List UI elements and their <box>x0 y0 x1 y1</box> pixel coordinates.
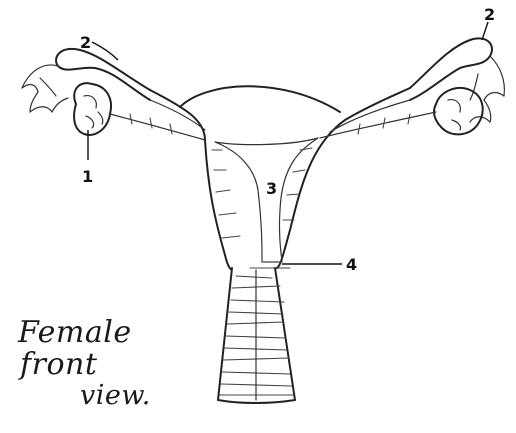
vaginal-canal <box>220 270 293 400</box>
uterus-fundus <box>180 86 340 112</box>
uterus-wall-texture <box>212 148 312 238</box>
cervix-region <box>250 262 290 268</box>
uterine-cavity <box>215 138 318 262</box>
note-line-1: Female <box>18 318 188 348</box>
callout-tube-left: 2 <box>80 33 91 52</box>
left-ovary <box>74 83 111 135</box>
note-line-2: front <box>20 350 188 380</box>
callout-ovary-left: 1 <box>82 167 93 186</box>
handwritten-note: Female front view. <box>18 318 188 409</box>
leader-line-2-right <box>482 22 488 40</box>
note-line-3: view. <box>80 382 188 409</box>
callout-cervix: 4 <box>346 255 357 274</box>
left-fallopian-tube <box>22 49 205 130</box>
left-ovarian-ligament <box>110 114 205 140</box>
right-fallopian-tube <box>330 38 504 132</box>
right-ovary <box>434 88 483 134</box>
callout-tube-right: 2 <box>484 5 495 24</box>
callout-uterus: 3 <box>266 179 277 198</box>
